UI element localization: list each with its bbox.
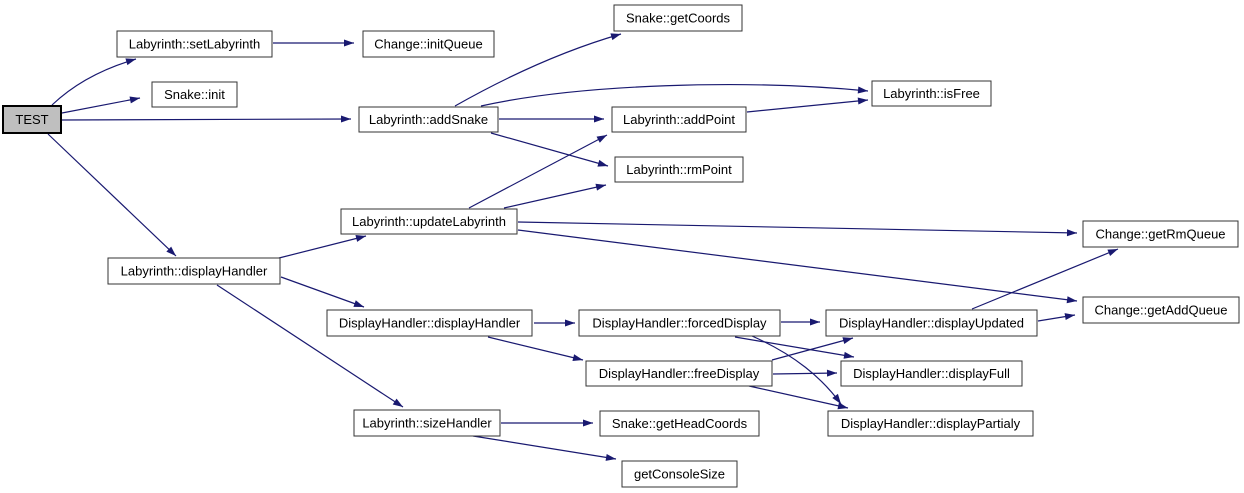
node-test-box (2, 105, 62, 134)
node-is_free-box (871, 80, 992, 107)
node-size_handler-label: Labyrinth::sizeHandler (362, 416, 492, 431)
node-add_point[interactable]: Labyrinth::addPoint (611, 106, 747, 133)
node-display_updated-box (825, 309, 1038, 337)
node-get_rm_queue-label: Change::getRmQueue (1095, 227, 1225, 242)
edge-add_snake-get_coords (454, 33, 622, 107)
node-set_labyrinth-box (116, 30, 273, 58)
node-display_updated-label: DisplayHandler::displayUpdated (839, 316, 1024, 331)
node-snake_init[interactable]: Snake::init (151, 81, 238, 108)
node-update_labyrinth-box (340, 208, 518, 235)
node-update_labyrinth-label: Labyrinth::updateLabyrinth (352, 214, 506, 229)
node-display_partialy-box (827, 410, 1034, 437)
node-lab_display_handler[interactable]: Labyrinth::displayHandler (107, 257, 281, 285)
edge-lab_display_handler-update_labyrinth (278, 235, 367, 259)
node-add_snake-label: Labyrinth::addSnake (369, 112, 488, 127)
node-size_handler[interactable]: Labyrinth::sizeHandler (353, 409, 501, 437)
node-init_queue[interactable]: Change::initQueue (362, 30, 495, 58)
node-is_free[interactable]: Labyrinth::isFree (871, 80, 992, 107)
node-get_console_size-box (621, 460, 738, 488)
node-snake_init-box (151, 81, 238, 108)
node-test-label: TEST (15, 112, 48, 127)
edge-free_display-display_partialy (748, 385, 849, 410)
edge-test-snake_init (61, 96, 141, 114)
node-dh_display_handler-label: DisplayHandler::displayHandler (339, 316, 521, 331)
edge-update_labyrinth-rm_point (503, 183, 607, 209)
node-lab_display_handler-box (107, 257, 281, 285)
node-get_console_size[interactable]: getConsoleSize (621, 460, 738, 488)
node-display_full-label: DisplayHandler::displayFull (853, 366, 1010, 381)
node-lab_display_handler-label: Labyrinth::displayHandler (121, 264, 268, 279)
node-rm_point-box (614, 156, 744, 183)
node-set_labyrinth-label: Labyrinth::setLabyrinth (129, 37, 261, 52)
node-init_queue-box (362, 30, 495, 58)
edge-add_snake-rm_point (490, 132, 609, 167)
node-update_labyrinth[interactable]: Labyrinth::updateLabyrinth (340, 208, 518, 235)
edge-forced_display-display_full (734, 336, 855, 359)
node-get_head_coords[interactable]: Snake::getHeadCoords (599, 410, 760, 437)
edge-free_display-display_updated (771, 337, 854, 361)
node-dh_display_handler-box (326, 309, 533, 337)
node-forced_display[interactable]: DisplayHandler::forcedDisplay (578, 309, 781, 337)
node-snake_init-label: Snake::init (164, 87, 225, 102)
node-add_point-label: Labyrinth::addPoint (623, 112, 735, 127)
edge-add_snake-is_free (480, 84, 869, 107)
edge-display_updated-get_add_queue (1037, 313, 1076, 322)
node-free_display-box (585, 360, 773, 387)
edge-test-lab_display_handler (47, 133, 177, 257)
edge-update_labyrinth-get_add_queue (517, 229, 1078, 304)
edge-size_handler-get_console_size (472, 435, 617, 461)
node-get_rm_queue-box (1082, 220, 1239, 248)
node-display_updated[interactable]: DisplayHandler::displayUpdated (825, 309, 1038, 337)
node-add_point-box (611, 106, 747, 133)
edge-forced_display-display_partialy (751, 335, 842, 405)
edge-free_display-display_full (772, 369, 838, 377)
edge-dh_display_handler-free_display (487, 336, 584, 362)
node-get_add_queue-box (1082, 296, 1240, 324)
edge-test-set_labyrinth (51, 58, 137, 106)
node-display_full[interactable]: DisplayHandler::displayFull (840, 360, 1023, 387)
edge-test-add_snake (61, 115, 352, 123)
node-get_add_queue-label: Change::getAddQueue (1095, 303, 1228, 318)
node-is_free-label: Labyrinth::isFree (883, 86, 980, 101)
edge-lab_display_handler-size_handler (216, 284, 404, 408)
node-get_coords[interactable]: Snake::getCoords (613, 4, 743, 32)
node-init_queue-label: Change::initQueue (374, 37, 482, 52)
node-get_console_size-label: getConsoleSize (634, 467, 725, 482)
edge-display_updated-get_rm_queue (971, 248, 1119, 310)
node-test: TEST (2, 105, 62, 134)
node-get_coords-box (613, 4, 743, 32)
node-get_rm_queue[interactable]: Change::getRmQueue (1082, 220, 1239, 248)
node-forced_display-label: DisplayHandler::forcedDisplay (592, 316, 767, 331)
node-size_handler-box (353, 409, 501, 437)
node-display_full-box (840, 360, 1023, 387)
node-forced_display-box (578, 309, 781, 337)
edge-update_labyrinth-add_point (468, 134, 608, 209)
node-dh_display_handler[interactable]: DisplayHandler::displayHandler (326, 309, 533, 337)
node-get_add_queue[interactable]: Change::getAddQueue (1082, 296, 1240, 324)
node-rm_point[interactable]: Labyrinth::rmPoint (614, 156, 744, 183)
node-free_display[interactable]: DisplayHandler::freeDisplay (585, 360, 773, 387)
node-get_head_coords-box (599, 410, 760, 437)
node-add_snake[interactable]: Labyrinth::addSnake (358, 106, 499, 133)
node-display_partialy[interactable]: DisplayHandler::displayPartialy (827, 410, 1034, 437)
edge-update_labyrinth-get_rm_queue (517, 221, 1078, 237)
node-free_display-label: DisplayHandler::freeDisplay (599, 366, 760, 381)
node-display_partialy-label: DisplayHandler::displayPartialy (841, 416, 1021, 431)
node-get_coords-label: Snake::getCoords (626, 11, 731, 26)
node-add_snake-box (358, 106, 499, 133)
node-get_head_coords-label: Snake::getHeadCoords (612, 416, 748, 431)
node-rm_point-label: Labyrinth::rmPoint (626, 162, 732, 177)
edge-lab_display_handler-dh_display_handler (280, 276, 365, 308)
edge-add_point-is_free (746, 97, 869, 113)
node-set_labyrinth[interactable]: Labyrinth::setLabyrinth (116, 30, 273, 58)
